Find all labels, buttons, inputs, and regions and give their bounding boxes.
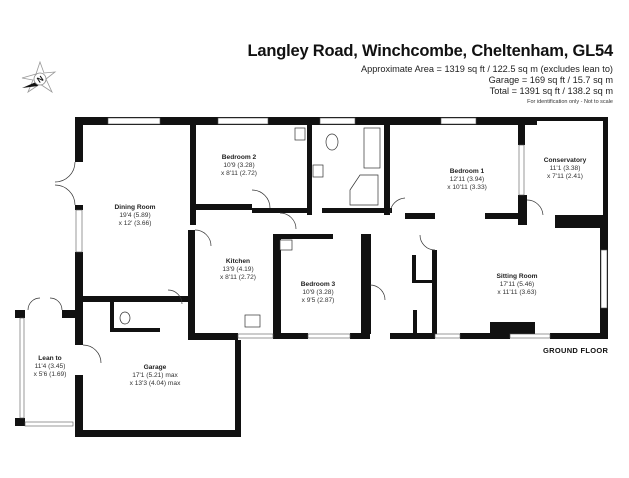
room-label-sitting-room: Sitting Room 17'11 (5.46) x 11'11 (3.63)	[496, 273, 538, 296]
garage-area: Garage = 169 sq ft / 15.7 sq m	[488, 75, 613, 85]
approximate-area: Approximate Area = 1319 sq ft / 122.5 sq…	[360, 64, 613, 74]
svg-text:N: N	[35, 74, 45, 85]
room-label-bedroom-3: Bedroom 3 10'9 (3.28) x 9'5 (2.87)	[300, 281, 336, 304]
total-area: Total = 1391 sq ft / 138.2 sq m	[489, 86, 613, 96]
room-label-bedroom-1: Bedroom 1 12'11 (3.94) x 10'11 (3.33)	[447, 168, 487, 191]
walls	[15, 117, 608, 437]
room-label-bedroom-2: Bedroom 2 10'9 (3.28) x 8'11 (2.72)	[221, 154, 257, 177]
floor-label: GROUND FLOOR	[543, 346, 609, 355]
room-label-lean-to: Lean to 11'4 (3.45) x 5'6 (1.69)	[33, 355, 67, 378]
north-compass-icon: N	[21, 60, 57, 94]
fixtures	[119, 127, 381, 328]
room-label-conservatory: Conservatory 11'1 (3.38) x 7'11 (2.41)	[543, 157, 587, 180]
property-title: Langley Road, Winchcombe, Cheltenham, GL…	[247, 42, 613, 60]
room-label-dining-room: Dining Room 19'4 (5.89) x 12' (3.66)	[114, 204, 156, 227]
disclaimer: For identification only - Not to scale	[527, 99, 613, 105]
door-swings	[27, 161, 544, 364]
windows	[19, 117, 608, 427]
room-label-kitchen: Kitchen 13'9 (4.19) x 8'11 (2.72)	[220, 258, 256, 281]
room-label-garage: Garage 17'1 (5.21) max x 13'3 (4.04) max	[129, 364, 181, 387]
